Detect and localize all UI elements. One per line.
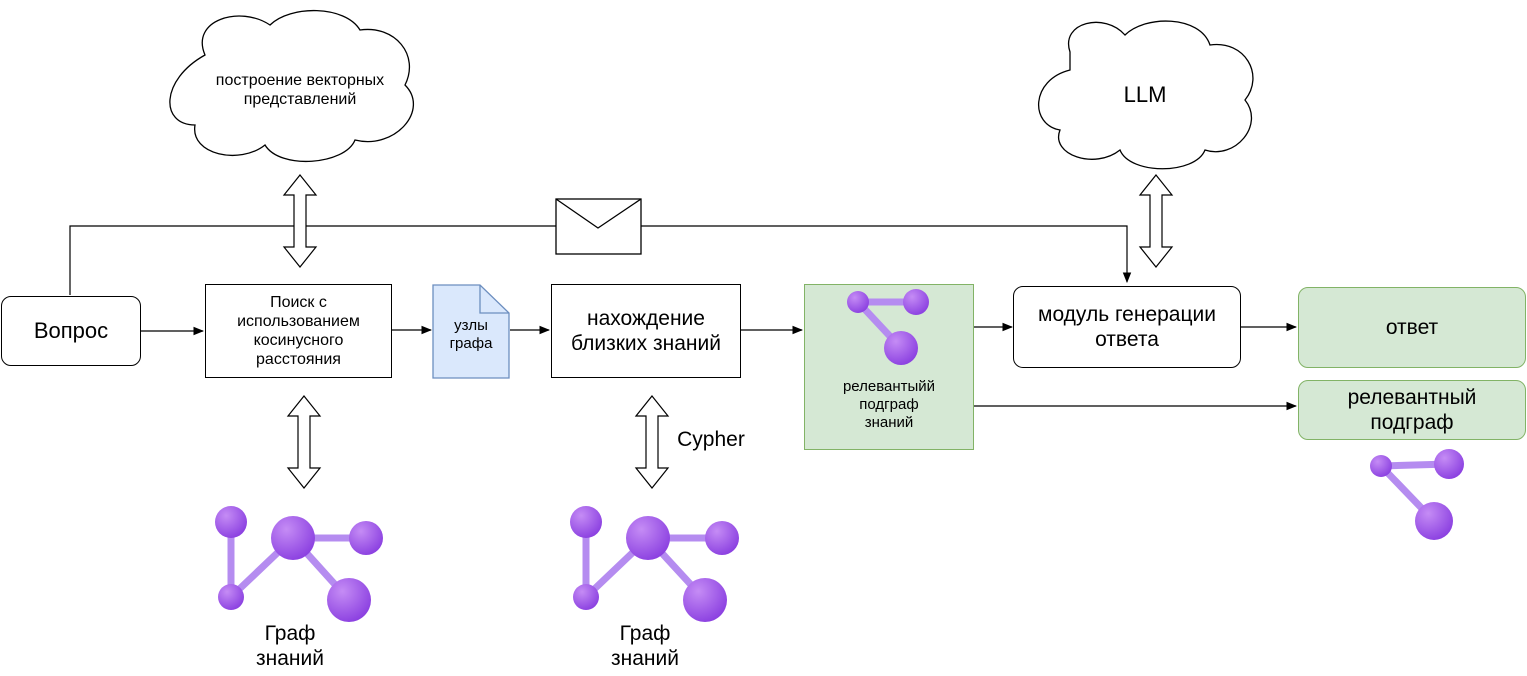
- find-knowledge-label: нахождение близких знаний: [571, 306, 721, 355]
- relevant-subgraph-box-label: релевантыйй подграф знаний: [842, 378, 936, 431]
- answer-box: [1298, 287, 1526, 368]
- llm-double-arrow: [1138, 174, 1174, 268]
- graph-nodes-label: узлы графа: [449, 317, 493, 352]
- search-label: Поиск с использованием косинусного расст…: [237, 293, 360, 369]
- question-box: [1, 296, 141, 366]
- search-box: [205, 284, 392, 378]
- knowledge-graph-label-1: Граф знаний: [256, 621, 324, 670]
- generation-module-box: [1013, 286, 1241, 368]
- embeddings-double-arrow: [282, 174, 318, 268]
- message-envelope-icon: [555, 198, 642, 255]
- cypher-double-arrow: [634, 395, 670, 489]
- llm-cloud-label: LLM: [1123, 81, 1167, 107]
- search-graph-double-arrow: [286, 395, 322, 489]
- relevant-subgraph-output-box: [1298, 380, 1526, 440]
- knowledge-graph-label-2: Граф знаний: [611, 621, 679, 670]
- output-subgraph-icon: [1370, 449, 1464, 540]
- cypher-label: Cypher: [677, 428, 745, 452]
- knowledge-graph-icon-2: [570, 506, 739, 622]
- find-knowledge-box: [551, 284, 741, 378]
- knowledge-graph-icon-1: [215, 506, 383, 622]
- answer-label: ответ: [1385, 315, 1439, 339]
- llm-cloud: [1037, 20, 1254, 170]
- embeddings-cloud: [169, 9, 415, 162]
- generation-module-label: модуль генерации ответа: [1038, 302, 1216, 351]
- embeddings-cloud-label: построение векторных представлений: [215, 71, 385, 108]
- graph-nodes-document: [432, 284, 510, 379]
- question-label: Вопрос: [33, 317, 109, 343]
- relevant-subgraph-output-label: релевантный подграф: [1347, 385, 1477, 434]
- subgraph-icon: [847, 289, 929, 365]
- relevant-subgraph-container: [804, 284, 974, 450]
